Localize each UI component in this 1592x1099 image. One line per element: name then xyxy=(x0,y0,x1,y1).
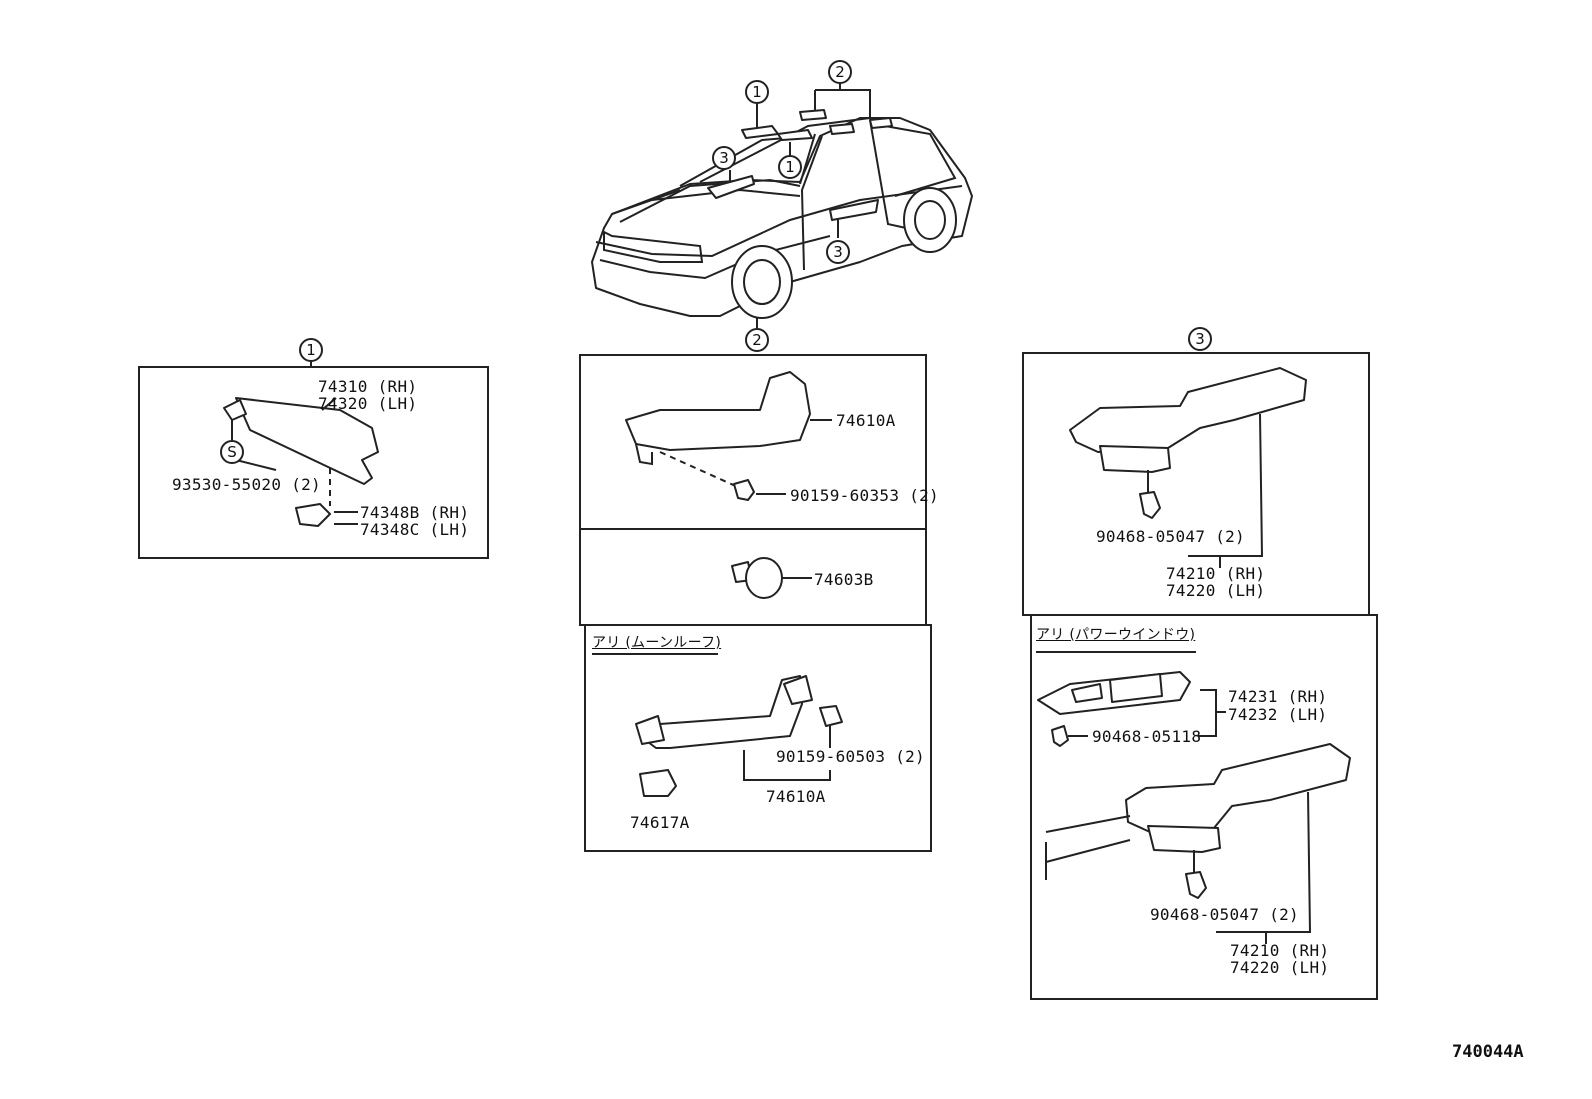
s-symbol: S xyxy=(220,440,244,464)
label-90159-60503: 90159-60503 (2) xyxy=(776,747,925,766)
label-74348b: 74348B (RH) xyxy=(360,503,470,522)
label-74232: 74232 (LH) xyxy=(1228,705,1328,724)
panel3-powerwindow-section xyxy=(1030,614,1378,1000)
car-callout-2-grip: 2 xyxy=(828,60,852,84)
label-90468-05118: 90468-05118 xyxy=(1092,727,1202,746)
panel2-moonroof-section xyxy=(584,624,932,852)
panel3-callout: 3 xyxy=(1188,327,1212,351)
label-90468-05047-bottom: 90468-05047 (2) xyxy=(1150,905,1299,924)
panel1-sun-visor xyxy=(138,366,489,559)
panel1-callout: 1 xyxy=(299,338,323,362)
label-74603b: 74603B xyxy=(814,570,874,589)
label-90468-05047-top: 90468-05047 (2) xyxy=(1096,527,1245,546)
label-74210-bottom: 74210 (RH) xyxy=(1230,941,1330,960)
label-74310: 74310 (RH) xyxy=(318,377,418,396)
diagram-code: 740044A xyxy=(1452,1042,1524,1062)
car-callout-3-armrest-rear: 3 xyxy=(826,240,850,264)
panel2-callout: 2 xyxy=(745,328,769,352)
label-74220-bottom: 74220 (LH) xyxy=(1230,958,1330,977)
car-callout-3-armrest-front: 3 xyxy=(712,146,736,170)
panel3-art xyxy=(1036,367,1351,944)
moonroof-heading: アリ (ムーンルーフ) xyxy=(592,635,722,651)
panel1-art xyxy=(223,360,379,527)
label-74231: 74231 (RH) xyxy=(1228,687,1328,706)
label-74610a-moonroof: 74610A xyxy=(766,787,826,806)
label-90159-60353: 90159-60353 (2) xyxy=(790,486,939,505)
label-74610a: 74610A xyxy=(836,411,896,430)
car-illustration xyxy=(591,82,973,328)
panel2-plug-section xyxy=(579,528,927,626)
label-74348c: 74348C (LH) xyxy=(360,520,470,539)
powerwindow-heading: アリ (パワーウインドウ) xyxy=(1036,627,1196,643)
label-74220-top: 74220 (LH) xyxy=(1166,581,1266,600)
car-callout-1-visor: 1 xyxy=(745,80,769,104)
label-74320: 74320 (LH) xyxy=(318,394,418,413)
car-callout-1-visor-right: 1 xyxy=(778,155,802,179)
label-74210-top: 74210 (RH) xyxy=(1166,564,1266,583)
label-93530-55020: 93530-55020 (2) xyxy=(172,475,321,494)
panel2-art xyxy=(592,371,843,797)
label-74617a: 74617A xyxy=(630,813,690,832)
